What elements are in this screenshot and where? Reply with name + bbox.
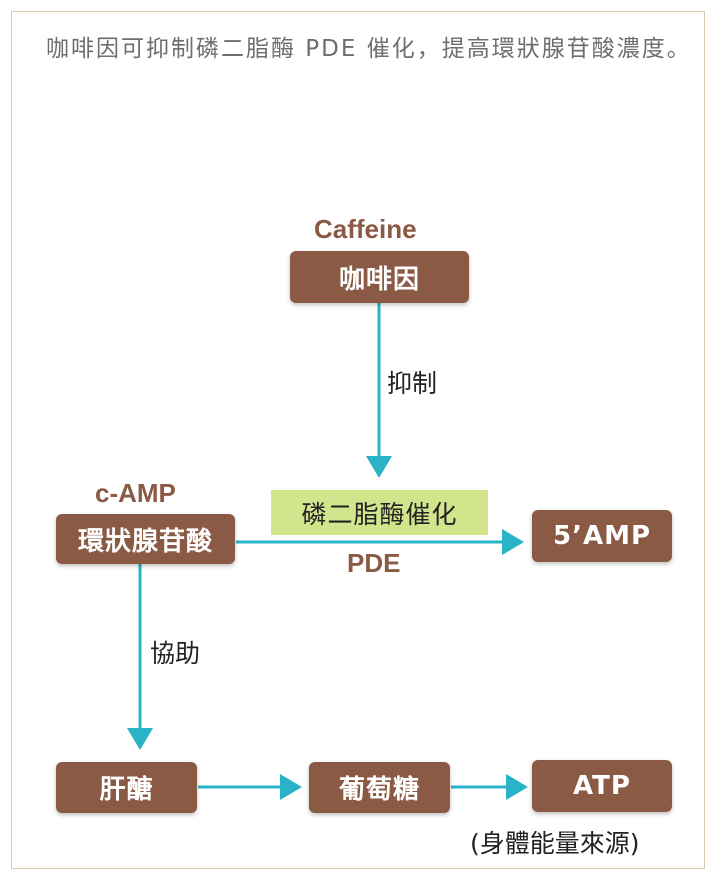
pde-english-label: PDE	[347, 548, 401, 578]
caffeine-node: 咖啡因	[290, 251, 469, 303]
inhibit-arrowhead	[366, 456, 392, 478]
glycogen-glucose-arrowhead	[280, 774, 302, 800]
glucose-node: 葡萄糖	[309, 762, 450, 813]
caffeine-english-label: Caffeine	[314, 214, 417, 244]
camp-node: 環狀腺苷酸	[56, 514, 235, 564]
assist-label: 協助	[150, 639, 201, 668]
intro-text: 咖啡因可抑制磷二脂酶 PDE 催化，提高環狀腺苷酸濃度。	[46, 36, 692, 62]
assist-arrowhead	[127, 728, 153, 750]
atp-note: (身體能量來源)	[470, 829, 640, 858]
glucose-atp-arrowhead	[506, 774, 528, 800]
atp-node: ATP	[532, 760, 672, 812]
five-amp-node: 5’AMP	[532, 510, 672, 562]
inhibit-label: 抑制	[387, 369, 438, 398]
pde-enzyme-label: 磷二脂酶催化	[271, 490, 488, 535]
camp-english-label: c-AMP	[95, 478, 176, 508]
pde-arrowhead	[502, 529, 524, 555]
glycogen-node: 肝醣	[56, 762, 197, 813]
diagram-frame	[11, 11, 705, 869]
